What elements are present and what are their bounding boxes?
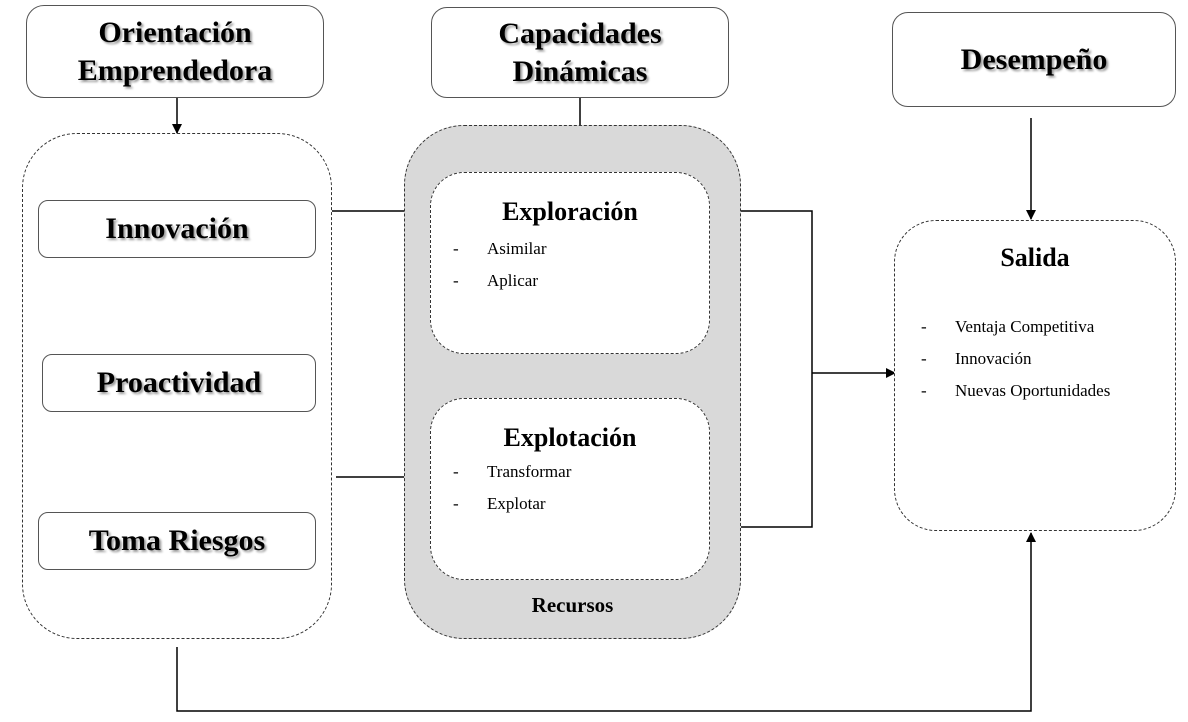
orientacion-group [22,133,332,639]
exploracion-box: Exploración -Asimilar -Aplicar [430,172,710,354]
desempeno-box: Desempeño [892,12,1176,107]
salida-title: Salida [1000,243,1070,272]
list-item: -Asimilar [453,239,547,258]
capacidades-dinamicas-box: Capacidades Dinámicas [431,7,729,98]
feedback-line-orientacion-to-salida [176,532,1036,712]
salida-list: -Ventaja Competitiva -Innovación -Nuevas… [921,311,1110,407]
bracket-capacidades-to-salida [740,210,813,528]
list-item: -Nuevas Oportunidades [921,381,1111,400]
list-item: -Aplicar [453,271,538,290]
explotacion-box: Explotación -Transformar -Explotar [430,398,710,580]
orientacion-title-line2: Emprendedora [77,53,273,87]
explotacion-list: -Transformar -Explotar [453,456,571,520]
proactividad-box: Proactividad [42,354,316,412]
proactividad-label: Proactividad [96,366,262,400]
explotacion-title: Explotación [503,423,637,452]
exploracion-title: Exploración [502,197,638,226]
list-item: -Explotar [453,494,546,513]
list-item: -Innovación [921,349,1032,368]
list-item: -Transformar [453,462,572,481]
recursos-label: Recursos [531,593,614,617]
orientacion-title-line1: Orientación [98,16,252,49]
list-item: -Ventaja Competitiva [921,317,1095,336]
toma-riesgos-box: Toma Riesgos [38,512,316,570]
toma-riesgos-label: Toma Riesgos [88,524,266,558]
exploracion-list: -Asimilar -Aplicar [453,233,547,297]
innovacion-label: Innovación [105,212,249,246]
desempeno-title: Desempeño [960,42,1108,76]
orientacion-emprendedora-box: Orientación Emprendedora [26,5,324,98]
capacidades-title-line2: Dinámicas [512,54,648,88]
salida-box: Salida -Ventaja Competitiva -Innovación … [894,220,1176,531]
innovacion-box: Innovación [38,200,316,258]
capacidades-title-line1: Capacidades [498,17,662,50]
